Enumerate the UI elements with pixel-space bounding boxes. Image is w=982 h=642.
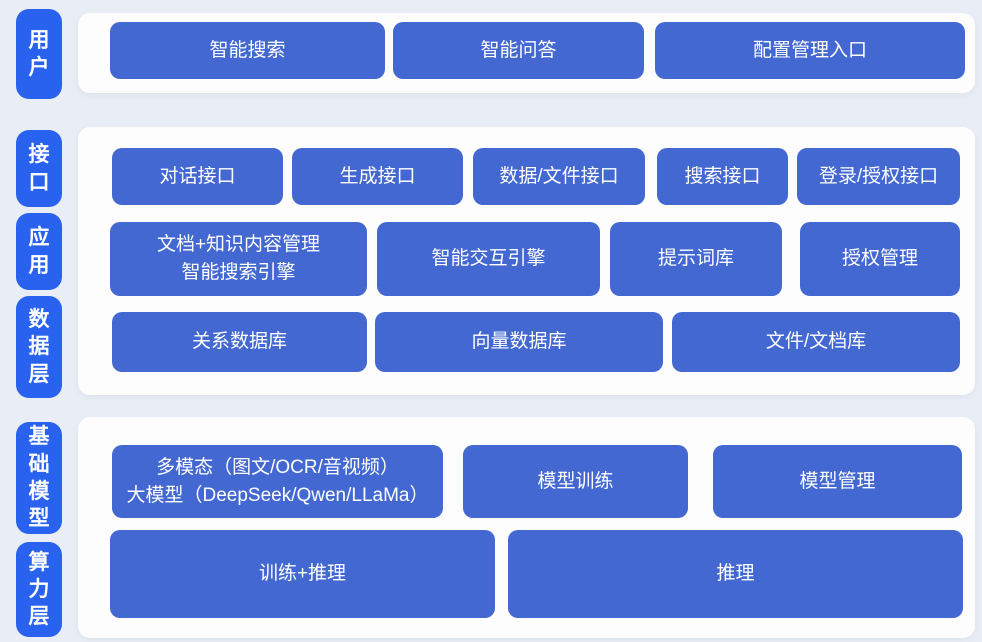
layer-label-user: 用户 <box>16 9 62 99</box>
block-doc-knowledge-search: 文档+知识内容管理 智能搜索引擎 <box>110 222 367 296</box>
block-smart-search: 智能搜索 <box>110 22 385 79</box>
model-row: 多模态（图文/OCR/音视频） 大模型（DeepSeek/Qwen/LLaMa）… <box>78 445 975 518</box>
block-login-auth-api: 登录/授权接口 <box>797 148 960 205</box>
block-search-api: 搜索接口 <box>657 148 788 205</box>
middle-panel: 对话接口 生成接口 数据/文件接口 搜索接口 登录/授权接口 文档+知识内容管理… <box>78 127 975 395</box>
layer-label-compute-layer: 算力层 <box>16 542 62 637</box>
data-row: 关系数据库 向量数据库 文件/文档库 <box>78 312 975 372</box>
layer-label-application: 应用 <box>16 213 62 290</box>
block-model-management: 模型管理 <box>713 445 962 518</box>
block-smart-qa: 智能问答 <box>393 22 644 79</box>
user-layer-panel: 智能搜索 智能问答 配置管理入口 <box>78 13 975 93</box>
block-config-entry: 配置管理入口 <box>655 22 965 79</box>
block-training-inference: 训练+推理 <box>110 530 495 618</box>
layer-label-data-layer: 数据层 <box>16 296 62 398</box>
block-data-file-api: 数据/文件接口 <box>473 148 645 205</box>
block-interactive-engine: 智能交互引擎 <box>377 222 600 296</box>
interface-row: 对话接口 生成接口 数据/文件接口 搜索接口 登录/授权接口 <box>78 148 975 205</box>
user-layer-row: 智能搜索 智能问答 配置管理入口 <box>78 22 975 79</box>
application-row: 文档+知识内容管理 智能搜索引擎 智能交互引擎 提示词库 授权管理 <box>78 222 975 296</box>
block-inference: 推理 <box>508 530 963 618</box>
block-file-doc-store: 文件/文档库 <box>672 312 960 372</box>
block-vector-db: 向量数据库 <box>375 312 663 372</box>
block-dialog-api: 对话接口 <box>112 148 283 205</box>
block-prompt-library: 提示词库 <box>610 222 782 296</box>
block-model-training: 模型训练 <box>463 445 688 518</box>
bottom-panel: 多模态（图文/OCR/音视频） 大模型（DeepSeek/Qwen/LLaMa）… <box>78 417 975 638</box>
layer-label-interface: 接口 <box>16 130 62 207</box>
block-multimodal-llm: 多模态（图文/OCR/音视频） 大模型（DeepSeek/Qwen/LLaMa） <box>112 445 443 518</box>
compute-row: 训练+推理 推理 <box>78 530 975 618</box>
layer-label-base-model: 基础模型 <box>16 422 62 534</box>
block-generation-api: 生成接口 <box>292 148 463 205</box>
block-relational-db: 关系数据库 <box>112 312 367 372</box>
block-auth-management: 授权管理 <box>800 222 960 296</box>
